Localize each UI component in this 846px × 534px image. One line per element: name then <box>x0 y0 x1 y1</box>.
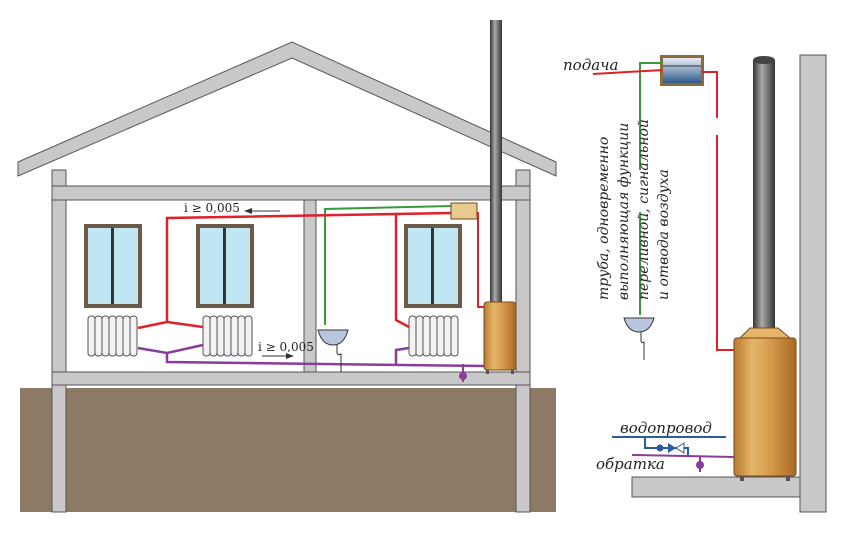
window <box>196 224 254 308</box>
supply-branch <box>166 320 204 329</box>
note-line-1: труба, одновременно <box>596 137 612 300</box>
interior-wall <box>303 199 317 373</box>
window <box>84 224 142 308</box>
check-valve-icon <box>656 442 685 454</box>
ceiling <box>51 185 531 201</box>
ground <box>20 388 556 512</box>
note-line-2: выполняющая функции <box>616 123 632 300</box>
slope-label-bottom: i ≥ 0,005 <box>258 340 314 354</box>
supply-branch <box>394 214 410 329</box>
supply-main <box>137 211 453 330</box>
radiator <box>408 315 459 357</box>
drain-valve-icon <box>459 364 467 382</box>
vertical-note: труба, одновременно выполняющая функции … <box>596 119 672 300</box>
note-line-4: и отвода воздуха <box>656 169 672 300</box>
window <box>404 224 462 308</box>
radiator <box>202 315 253 357</box>
return-branch <box>394 346 410 364</box>
floor-slab <box>631 476 801 498</box>
supply-label: подача <box>563 56 618 74</box>
floor <box>51 371 531 386</box>
supply-pipe-detail <box>592 69 664 75</box>
boiler-detail <box>733 327 797 481</box>
chimney <box>490 20 502 302</box>
return-label: обратка <box>596 455 665 473</box>
roof <box>17 41 557 177</box>
left-wall <box>51 169 67 513</box>
expansion-tank <box>450 202 478 220</box>
note-line-3: переливной, сигнальной <box>636 119 652 300</box>
slope-label-top: i ≥ 0,005 <box>184 201 240 215</box>
drain-valve-detail-icon <box>696 456 704 472</box>
overflow-pipe <box>324 205 453 325</box>
radiator <box>87 315 138 357</box>
water-main-label: водопровод <box>620 419 712 437</box>
sink-icon <box>317 329 349 372</box>
right-wall <box>515 169 531 513</box>
wall-detail <box>799 54 827 513</box>
chimney-detail <box>753 60 775 338</box>
return-main <box>165 353 485 368</box>
return-pipe <box>137 343 204 355</box>
supply-pipe <box>476 212 484 308</box>
boiler <box>483 301 517 374</box>
return-pipe-detail <box>631 454 735 458</box>
sink-detail-icon <box>623 317 655 360</box>
overflow-pipe-detail <box>639 62 663 170</box>
expansion-tank-detail <box>660 55 704 86</box>
